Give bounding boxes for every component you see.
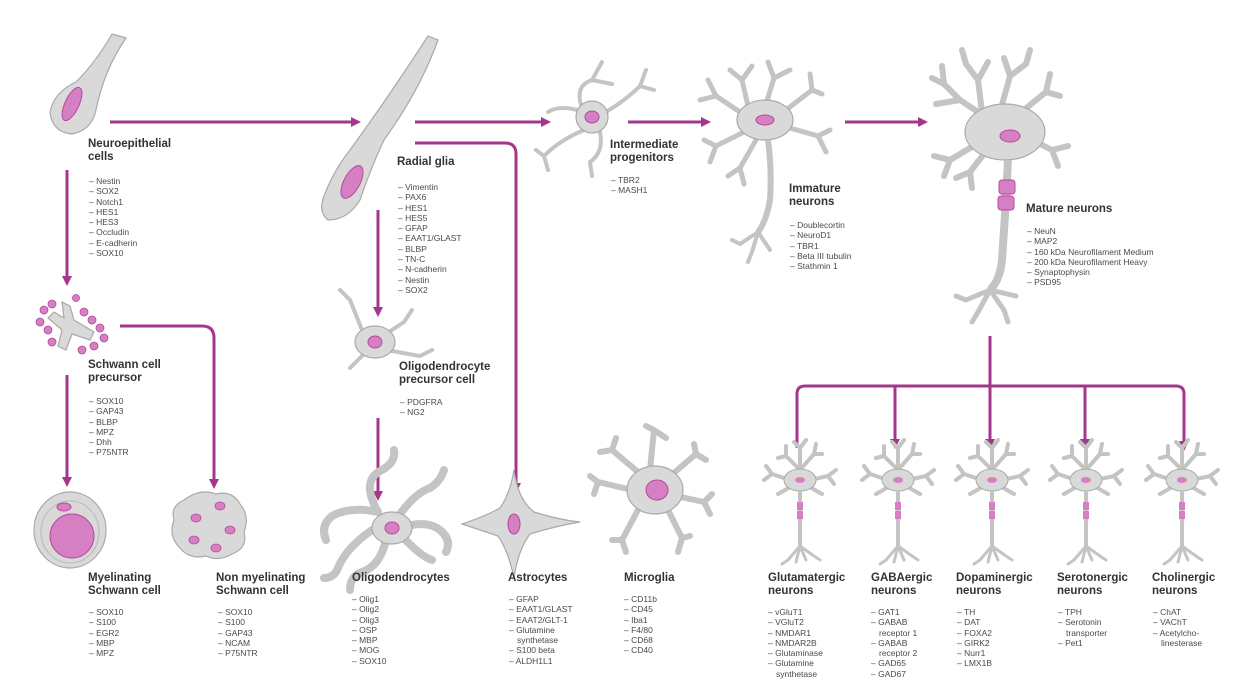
cholinergic-neuron-cell: [1146, 440, 1218, 564]
gabaergic-neuron-cell: [862, 440, 934, 564]
gabaergic-markers: GAT1GABAB receptor 1 GABAB receptor 2 GA…: [871, 607, 917, 679]
astrocytes-title: Astrocytes: [508, 572, 567, 585]
opc-markers: PDGFRANG2: [400, 397, 443, 418]
glutamatergic-neuron-cell: [764, 440, 836, 564]
myelinating-schwann-cell: [34, 492, 106, 568]
serotonergic-neuron-cell: [1050, 440, 1122, 564]
schwann-precursor-cell: [36, 295, 108, 355]
mature-title: Mature neurons: [1026, 203, 1112, 216]
schwann-precursor-markers: SOX10GAP43 BLBPMPZ DhhP75NTR: [89, 396, 129, 458]
oligodendrocyte-cell: [324, 450, 448, 590]
nonmyelinating-markers: SOX10S100 GAP43NCAM P75NTR: [218, 607, 258, 658]
mature-markers: NeuNMAP2 160 kDa Neurofilament Medium200…: [1027, 226, 1154, 288]
intermediate-markers: TBR2MASH1: [611, 175, 647, 196]
glutamatergic-markers: vGluT1VGluT2 NMDAR1NMDAR2B GlutaminaseGl…: [768, 607, 823, 679]
oligodendrocytes-markers: Olig1Olig2 Olig3OSP MBPMOG SOX10: [352, 594, 387, 666]
radial-glia-markers: VimentinPAX6 HES1HES5 GFAPEAAT1/GLAST BL…: [398, 182, 462, 295]
opc-cell: [340, 290, 432, 368]
dopaminergic-markers: THDAT FOXA2GIRK2 Nurr1LMX1B: [957, 607, 992, 669]
microglia-markers: CD11bCD45 Iba1F4/80 CD68CD40: [624, 594, 657, 656]
neuroepithelial-cell: [50, 34, 126, 134]
radial-glia-title: Radial glia: [397, 156, 455, 169]
serotonergic-markers: TPHSerotonin transporter Pet1: [1058, 607, 1107, 648]
microglia-title: Microglia: [624, 572, 674, 585]
astrocyte-cell: [462, 470, 580, 578]
astrocytes-markers: GFAPEAAT1/GLAST EAAT2/GLT-1Glutamine syn…: [509, 594, 573, 666]
dopaminergic-neuron-cell: [956, 440, 1028, 564]
nonmyelinating-schwann-cell: [172, 492, 246, 559]
neuroepithelial-markers: NestinSOX2 Notch1HES1 HES3Occludin E-cad…: [89, 176, 137, 258]
cholinergic-markers: ChATVAChT Acetylcho- linesterase: [1153, 607, 1202, 648]
immature-markers: DoublecortinNeuroD1 TBR1Beta III tubulin…: [790, 220, 851, 271]
myelinating-markers: SOX10S100 EGR2MBP MPZ: [89, 607, 124, 658]
microglia-cell: [590, 426, 712, 552]
oligodendrocytes-title: Oligodendrocytes: [352, 572, 450, 585]
